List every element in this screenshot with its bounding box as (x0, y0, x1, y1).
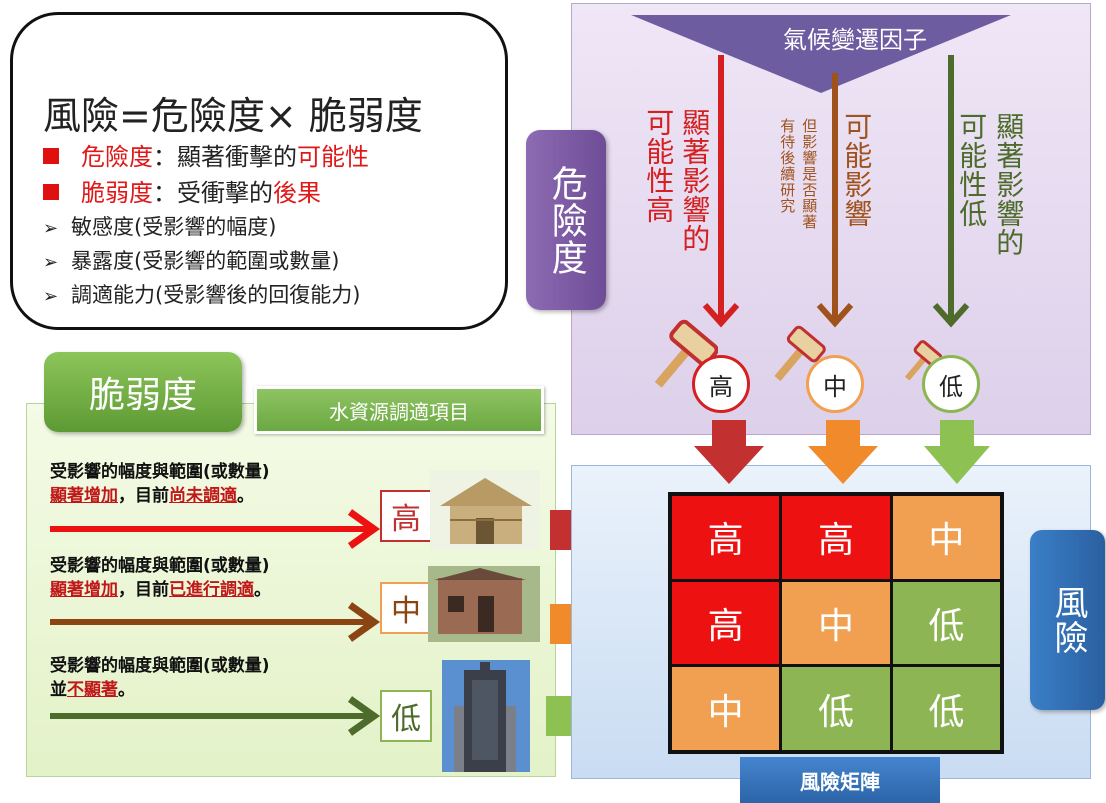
hazard-down-arrows (694, 420, 990, 484)
matrix-cell-r1-c2: 高 (782, 496, 890, 579)
mid-note-2: 有待後續研究 (778, 118, 797, 214)
vulnerability-tab: 脆弱度 (44, 352, 242, 432)
matrix-cell-r3-c3: 低 (892, 667, 1000, 750)
matrix-cell-r2-c2: 中 (782, 581, 890, 665)
water-adaptation-label: 水資源調適項目 (254, 386, 544, 434)
arrow-mid-icon (816, 303, 854, 328)
skyscraper-image (442, 660, 530, 772)
vulnerability-row-mid-desc: 受影響的幅度與範圍(或數量) 顯著增加，目前已進行調適。 (50, 556, 271, 600)
high-likelihood-sub: 可能性高 (642, 108, 676, 224)
low-likelihood-sub: 可能性低 (955, 112, 989, 228)
hazard-level-low: 低 (922, 355, 980, 413)
low-likelihood-main: 顯著影響的 (992, 112, 1026, 257)
risk-matrix-title: 風險矩陣 (740, 757, 940, 803)
vulnerability-level-high: 高 (380, 490, 432, 542)
thatched-hut-image (430, 470, 540, 550)
vulnerability-level-low: 低 (380, 690, 432, 742)
vulnerability-definition: 脆弱度：受衝擊的後果 (43, 173, 321, 208)
matrix-cell-r2-c1: 高 (672, 581, 780, 665)
sub-item-exposure: ➢暴露度(受影響的範圍或數量) (43, 249, 340, 273)
down-arrow-low-icon (924, 420, 990, 484)
hazard-level-mid: 中 (806, 355, 864, 413)
row-mid-arrow-icon (347, 602, 381, 642)
matrix-cell-r1-c3: 中 (892, 496, 1000, 579)
arrow-high-icon (702, 303, 740, 328)
risk-matrix-grid: 高 高 中 高 中 低 中 低 低 (668, 492, 1004, 754)
hazard-definition: 危險度：顯著衝擊的可能性 (43, 137, 369, 172)
mid-note-1: 但影響是否顯著 (800, 118, 819, 230)
arrow-low-icon (932, 303, 970, 328)
sub-item-adaptive-capacity: ➢調適能力(受影響後的回復能力) (43, 283, 361, 307)
arrow-bullet-icon: ➢ (43, 286, 59, 307)
hazard-tab: 危險度 (526, 130, 606, 310)
risk-tab: 風險 (1030, 530, 1105, 710)
mid-likelihood-main: 可能影響 (840, 112, 874, 228)
sub-item-sensitivity: ➢敏感度(受影響的幅度) (43, 215, 277, 239)
formula-box: 風險=危險度× 脆弱度 危險度：顯著衝擊的可能性 脆弱度：受衝擊的後果 ➢敏感度… (10, 12, 508, 330)
vulnerability-row-low-desc: 受影響的幅度與範圍(或數量) 並不顯著。 (50, 656, 270, 700)
square-bullet-icon (43, 148, 59, 164)
high-likelihood-main: 顯著影響的 (678, 108, 712, 253)
formula-title: 風險=危險度× 脆弱度 (43, 94, 423, 138)
square-bullet-icon (43, 184, 59, 200)
vulnerability-row-high-desc: 受影響的幅度與範圍(或數量) 顯著增加，目前尚未調適。 (50, 462, 270, 506)
gavel-mid-icon (774, 325, 826, 382)
hazard-level-high: 高 (692, 355, 750, 413)
row-low-arrow-icon (347, 696, 381, 736)
brick-house-image (428, 566, 540, 642)
hazard-arrows (631, 15, 1011, 328)
down-arrow-high-icon (694, 420, 764, 484)
factor-funnel-shape (631, 15, 1011, 93)
matrix-cell-r2-c3: 低 (892, 581, 1000, 665)
arrow-bullet-icon: ➢ (43, 252, 59, 273)
matrix-cell-r3-c1: 中 (672, 667, 780, 750)
vulnerability-level-mid: 中 (380, 582, 432, 634)
row-high-arrow-icon (347, 509, 381, 549)
matrix-cell-r1-c1: 高 (672, 496, 780, 579)
climate-factor-label: 氣候變遷因子 (783, 26, 927, 54)
arrow-bullet-icon: ➢ (43, 218, 59, 239)
down-arrow-mid-icon (808, 420, 878, 484)
matrix-cell-r3-c2: 低 (782, 667, 890, 750)
